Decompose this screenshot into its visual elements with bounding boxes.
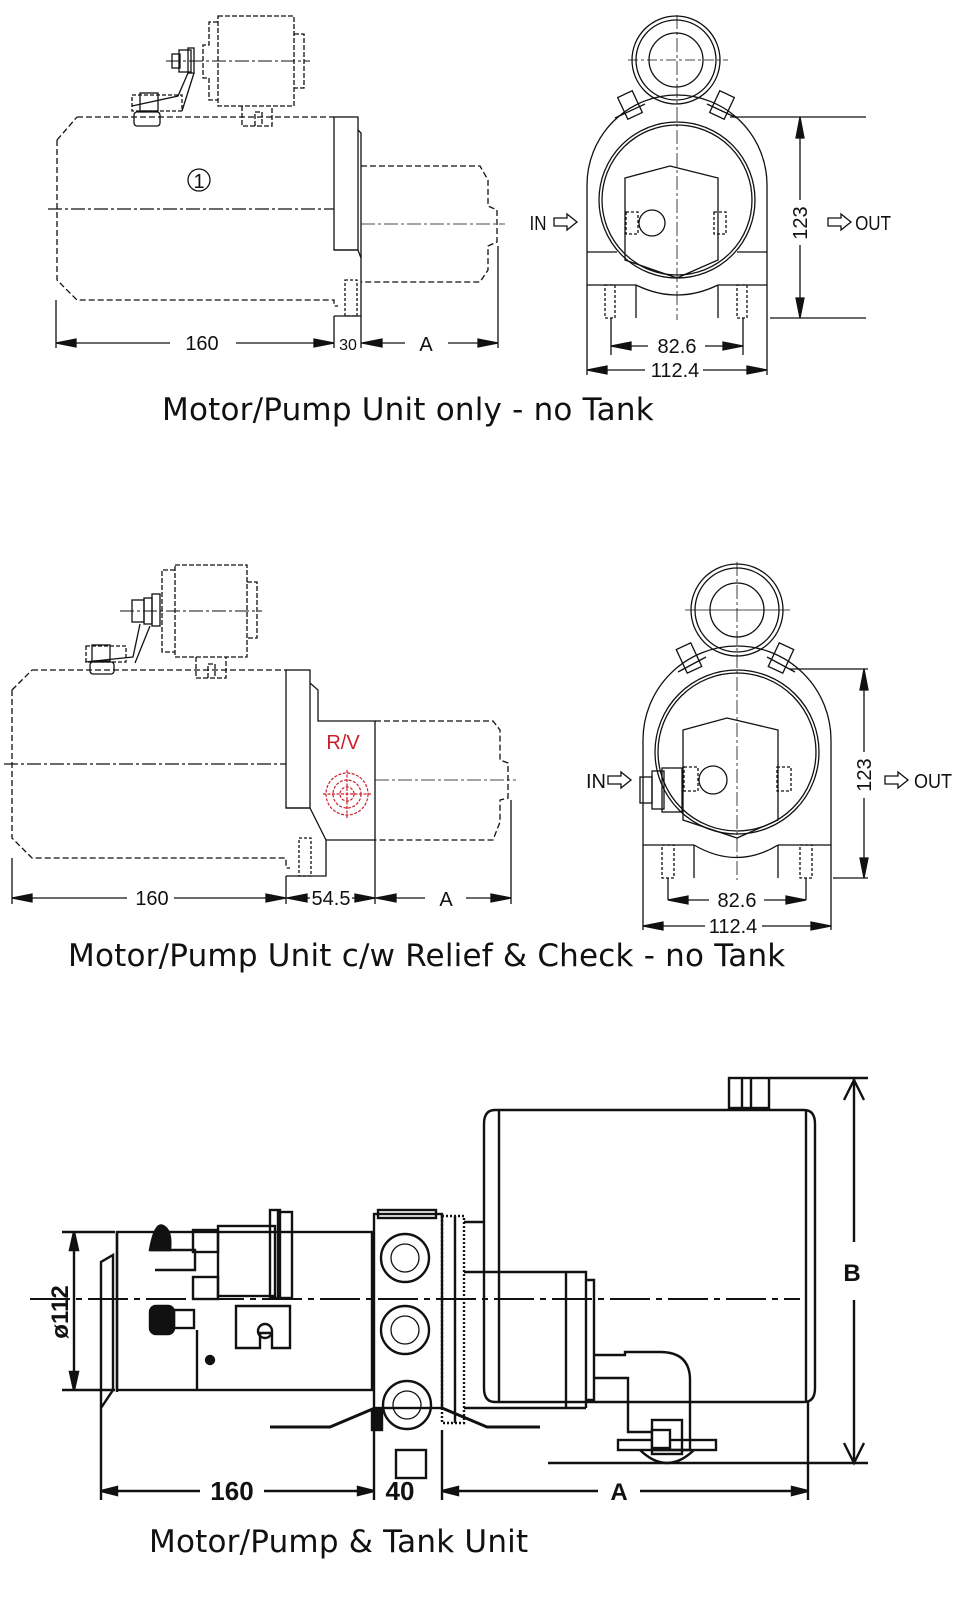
figure-1-end-view bbox=[553, 15, 866, 375]
figure-1-side-view bbox=[48, 15, 505, 348]
check-valve-fitting bbox=[639, 767, 683, 813]
dim-motor-length: 160 bbox=[210, 1476, 253, 1506]
terminal-stud bbox=[131, 47, 195, 127]
dim-valve-block: 54.5 bbox=[312, 888, 351, 910]
dim-bolt-spacing: 82.6 bbox=[658, 336, 697, 358]
solenoid-switch bbox=[148, 1208, 294, 1366]
figure-2-side-view bbox=[4, 564, 516, 904]
dim-motor-length: 160 bbox=[185, 333, 218, 355]
pump-body bbox=[361, 165, 498, 283]
dim-flange: 30 bbox=[339, 337, 357, 354]
pump-body bbox=[375, 720, 509, 841]
dim-width: 112.4 bbox=[709, 916, 758, 938]
valve-manifold bbox=[372, 1212, 444, 1410]
dimension-line bbox=[11, 800, 512, 904]
motor-body bbox=[56, 116, 338, 307]
motor-body bbox=[115, 1230, 374, 1392]
motor-end-cap bbox=[99, 1252, 115, 1409]
pump-body bbox=[464, 1270, 588, 1410]
dim-width: 112.4 bbox=[651, 360, 700, 382]
inlet-arrow-icon bbox=[553, 212, 579, 232]
terminal-stud bbox=[84, 593, 161, 675]
outlet-arrow-icon bbox=[884, 770, 910, 790]
figure-3-caption: Motor/Pump & Tank Unit bbox=[149, 1524, 529, 1560]
outlet-label: OUT bbox=[914, 771, 952, 793]
figure-3-side-view bbox=[30, 1076, 868, 1500]
figure-1-caption: Motor/Pump Unit only - no Tank bbox=[162, 392, 654, 428]
figure-1-drawing: 1 160 30 A IN OUT 123 bbox=[48, 15, 891, 382]
dim-pump-a: A bbox=[439, 889, 453, 911]
dim-diameter: ø112 bbox=[47, 1285, 74, 1338]
dim-pump-a: A bbox=[419, 334, 433, 356]
dim-manifold: 40 bbox=[386, 1476, 415, 1506]
valve-label: R/V bbox=[326, 732, 360, 754]
motor-body bbox=[11, 669, 290, 869]
part-number: 1 bbox=[193, 171, 204, 193]
dim-tank-height: B bbox=[843, 1260, 860, 1287]
tank-flange bbox=[440, 1214, 466, 1425]
dim-tank-length: A bbox=[610, 1479, 627, 1506]
dim-height: 123 bbox=[854, 758, 876, 791]
dim-bolt-spacing: 82.6 bbox=[718, 890, 757, 912]
outlet-label: OUT bbox=[855, 212, 891, 235]
inlet-arrow-icon bbox=[607, 770, 633, 790]
dim-height: 123 bbox=[790, 206, 812, 239]
inlet-label: IN bbox=[586, 771, 606, 793]
figure-2-caption: Motor/Pump Unit c/w Relief & Check - no … bbox=[68, 938, 786, 974]
figure-2-drawing: R/V 160 54.5 A IN OUT 123 8 bbox=[4, 562, 952, 938]
part-number-balloon bbox=[187, 168, 211, 192]
figure-2-end-view bbox=[607, 562, 910, 931]
dim-motor-length: 160 bbox=[135, 888, 168, 910]
dimension-line bbox=[55, 246, 499, 348]
outlet-arrow-icon bbox=[827, 212, 853, 232]
mounting-bracket bbox=[270, 1406, 540, 1429]
tank-body bbox=[482, 1108, 817, 1404]
relief-valve-symbol bbox=[323, 770, 371, 818]
inlet-label: IN bbox=[530, 212, 547, 235]
terminal-nut-right bbox=[706, 89, 738, 121]
figure-3-drawing: ø112 B 160 40 A bbox=[30, 1076, 868, 1506]
tank-filler-cap bbox=[727, 1076, 771, 1110]
